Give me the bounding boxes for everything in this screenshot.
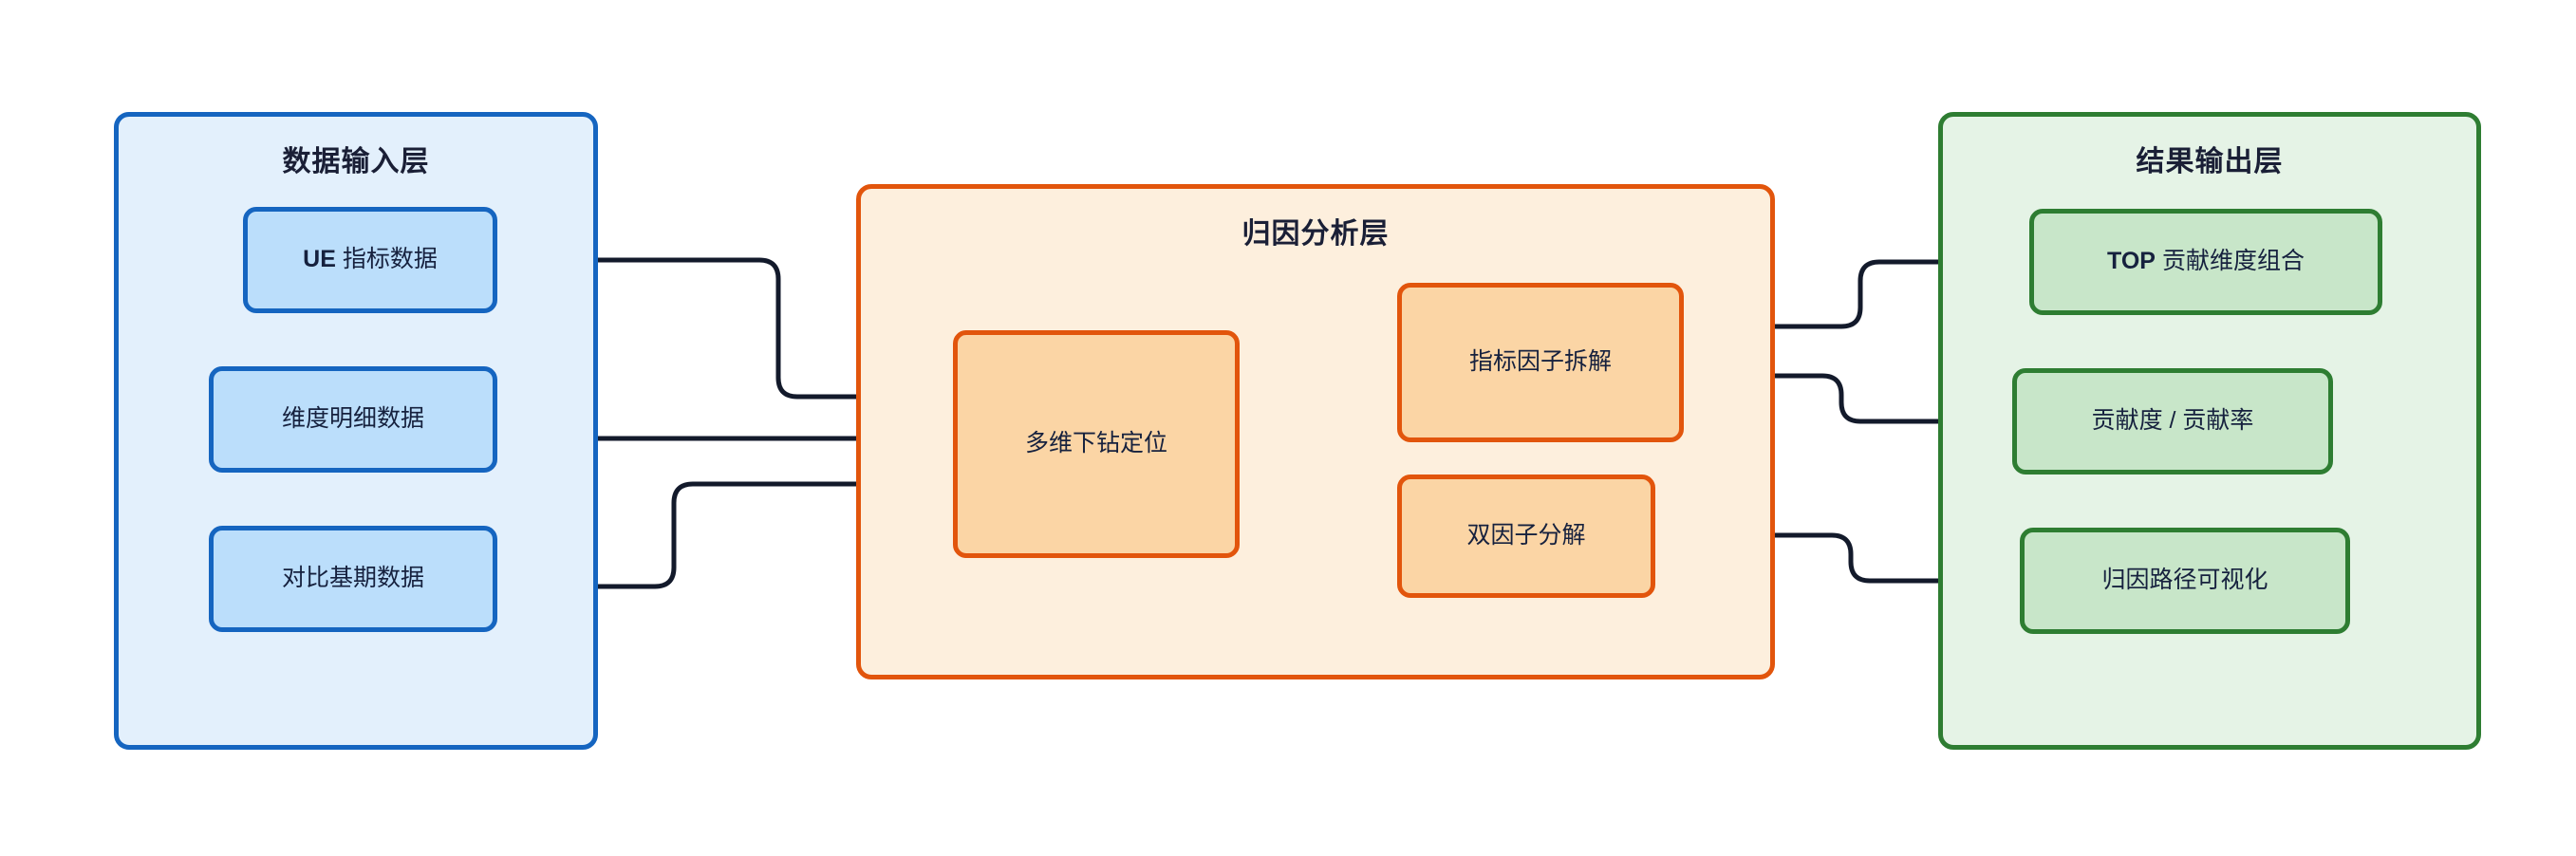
node-base-period-data[interactable]: 对比基期数据 — [209, 526, 497, 632]
panel-title-data-input-layer: 数据输入层 — [282, 146, 430, 177]
node-label-attribution-path-visualization: 归因路径可视化 — [2101, 567, 2268, 594]
node-label-top-contribution-combo-rest: 贡献维度组合 — [2156, 248, 2305, 275]
node-label-dimension-detail-data: 维度明细数据 — [281, 405, 424, 433]
node-attribution-path-visualization[interactable]: 归因路径可视化 — [2020, 528, 2350, 634]
node-label-base-period-data: 对比基期数据 — [281, 565, 424, 592]
node-ue-metric-data[interactable]: UE 指标数据 — [243, 207, 497, 313]
node-label-multi-dim-drill-down: 多维下钻定位 — [1024, 430, 1167, 457]
node-dimension-detail-data[interactable]: 维度明细数据 — [209, 366, 497, 473]
node-label-ue-metric-data: UE 指标数据 — [303, 245, 438, 274]
node-metric-factor-split[interactable]: 指标因子拆解 — [1397, 283, 1684, 442]
node-label-ue-metric-data-rest: 指标数据 — [335, 246, 438, 273]
node-multi-dim-drill-down[interactable]: 多维下钻定位 — [953, 330, 1240, 558]
node-label-top-contribution-combo-bold: TOP — [2107, 248, 2156, 275]
node-label-top-contribution-combo: TOP 贡献维度组合 — [2107, 247, 2305, 276]
node-contribution-value-rate[interactable]: 贡献度 / 贡献率 — [2012, 368, 2333, 475]
node-label-contribution-value-rate: 贡献度 / 贡献率 — [2091, 407, 2254, 435]
node-top-contribution-combo[interactable]: TOP 贡献维度组合 — [2029, 209, 2382, 315]
node-dual-factor-decomposition[interactable]: 双因子分解 — [1397, 475, 1655, 598]
panel-title-attribution-analysis-layer: 归因分析层 — [1241, 218, 1390, 250]
node-label-dual-factor-decomposition: 双因子分解 — [1466, 522, 1586, 549]
node-label-metric-factor-split: 指标因子拆解 — [1468, 348, 1612, 376]
panel-title-result-output-layer: 结果输出层 — [2136, 146, 2284, 177]
node-label-ue-metric-data-bold: UE — [303, 246, 336, 273]
